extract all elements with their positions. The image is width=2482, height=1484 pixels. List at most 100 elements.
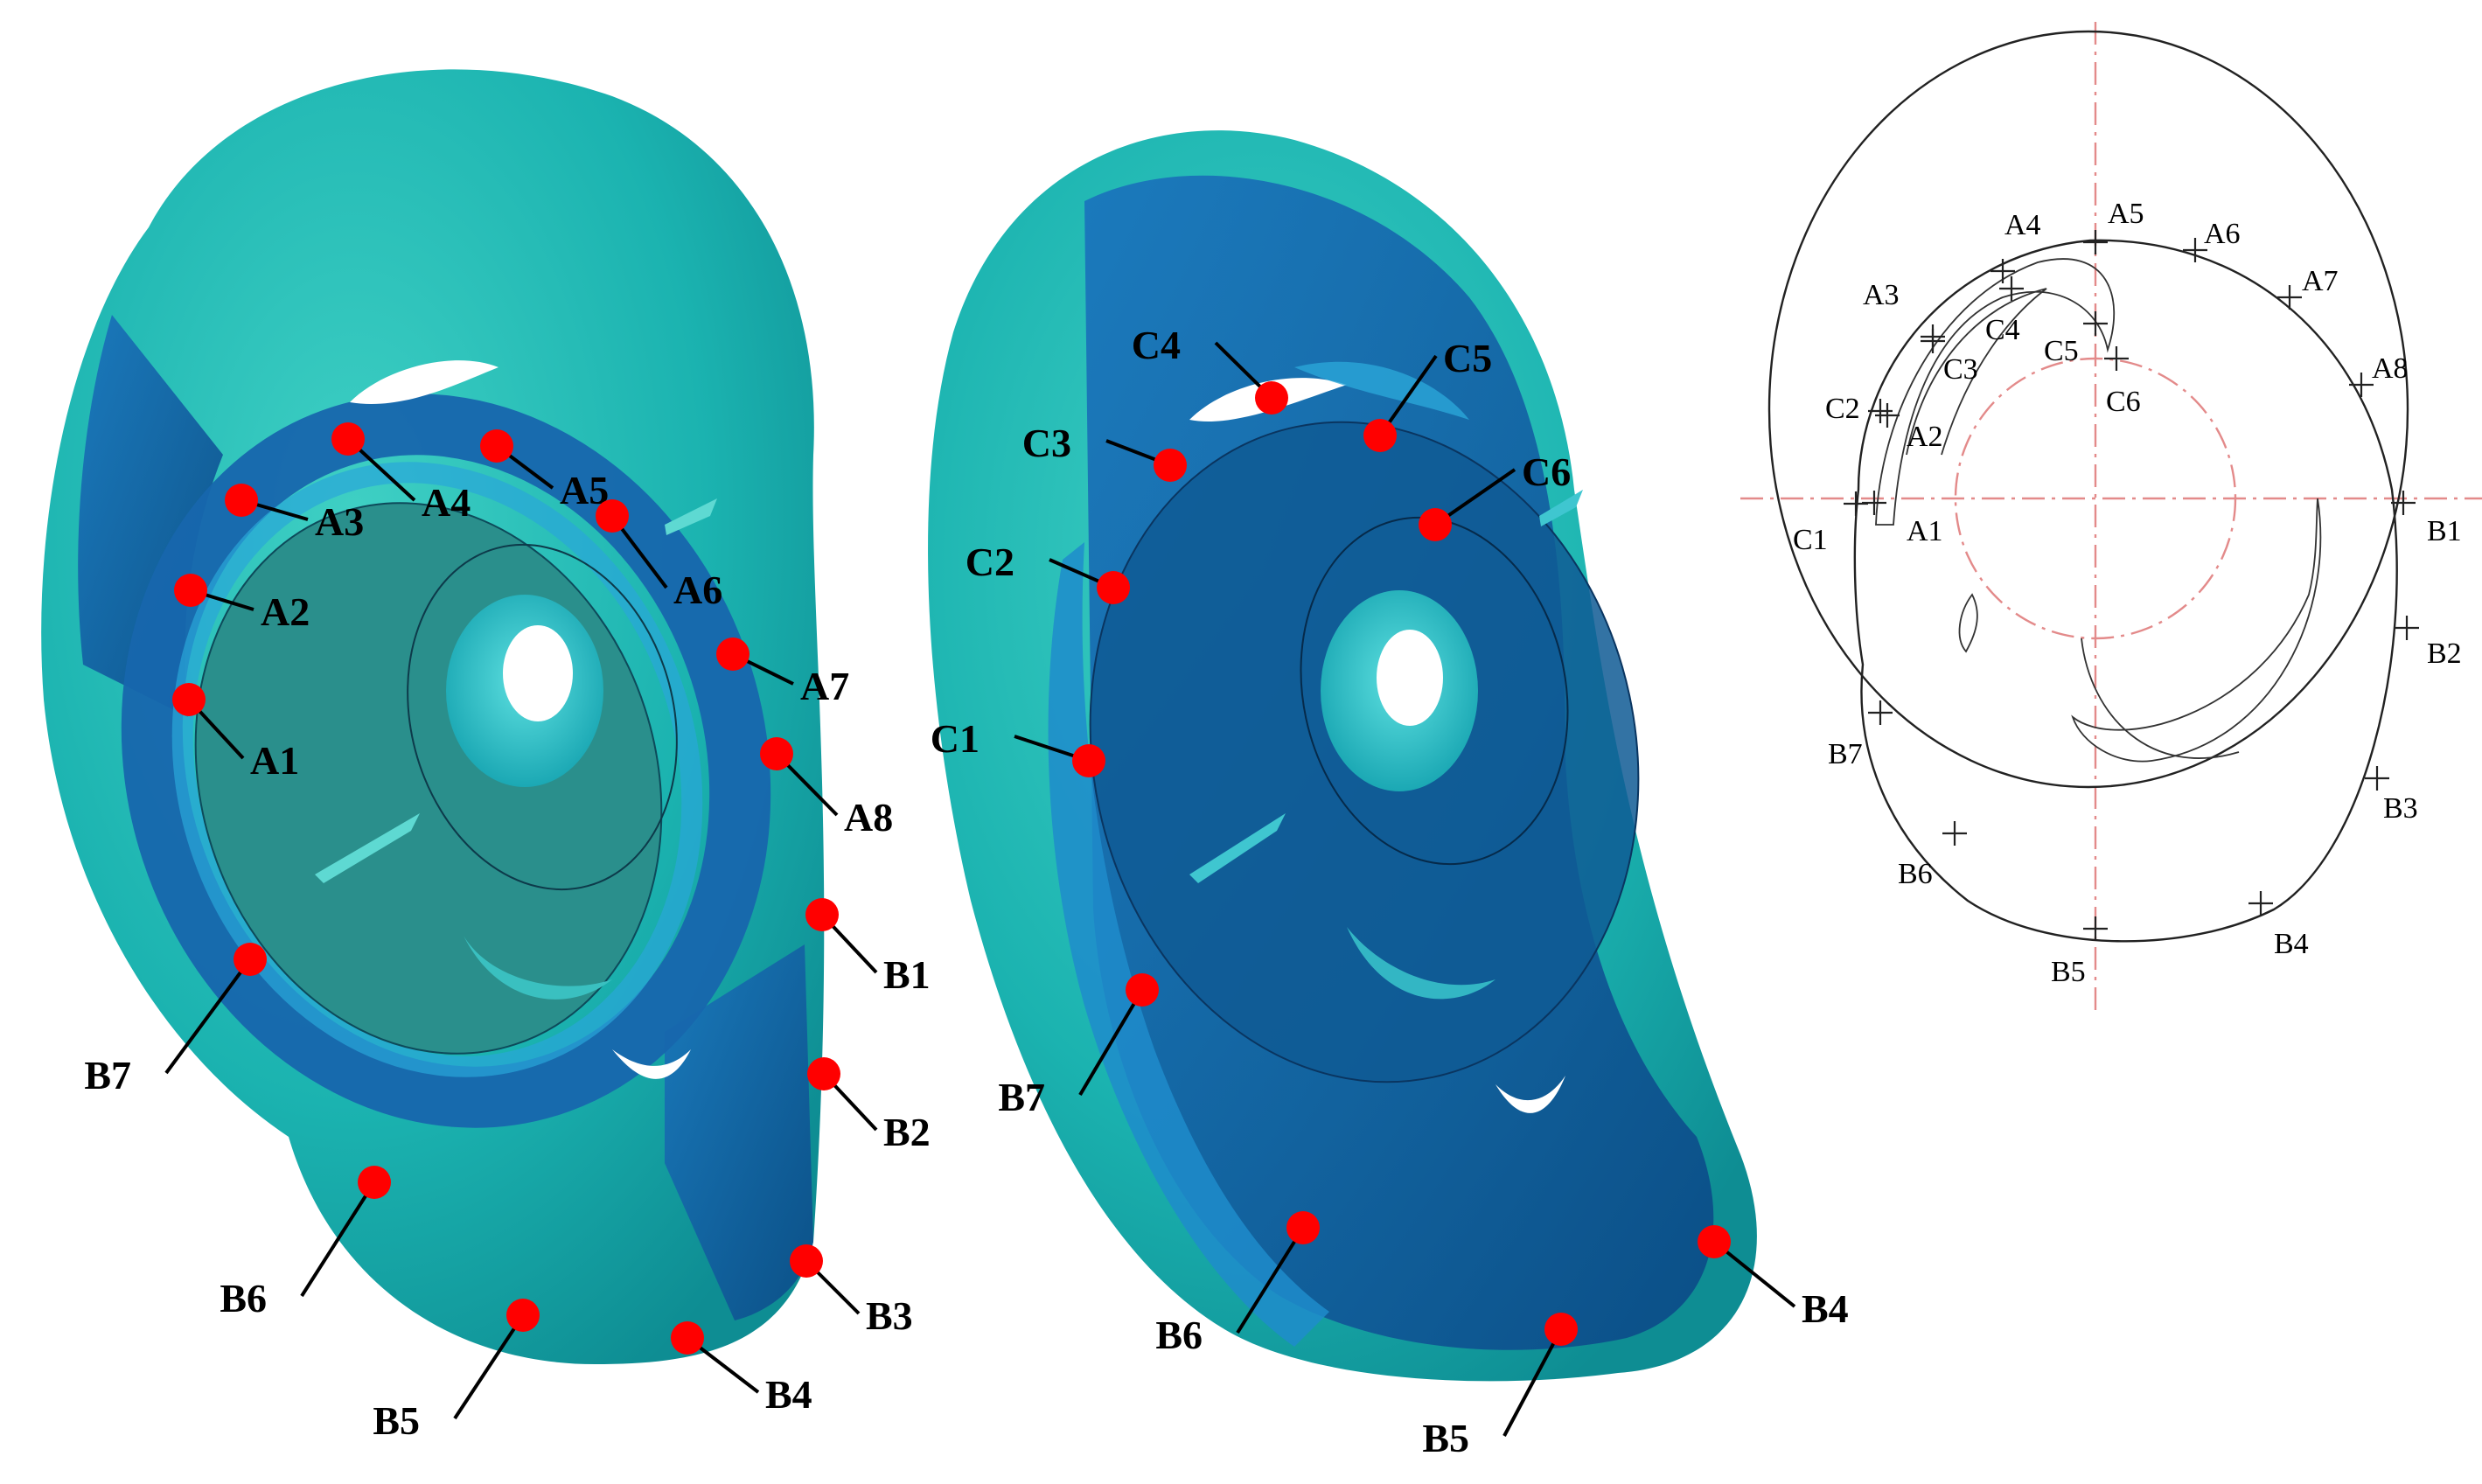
sketch-inner-spiral: [1875, 258, 2115, 526]
sketch-label-a8: A8: [2372, 352, 2409, 385]
sketch-outer-oval: [1767, 30, 2409, 789]
left-volute-impeller-outline: [407, 543, 678, 891]
sketch-cross-a6: [2183, 238, 2207, 262]
middle-marker-c1: [1072, 744, 1105, 777]
middle-label-c6: C6: [1522, 449, 1571, 494]
left-marker-a1: [172, 683, 206, 716]
sketch-label-b7: B7: [1828, 738, 1863, 770]
sketch-label-b2: B2: [2427, 637, 2462, 670]
sketch-cross-c5: [2083, 311, 2108, 336]
sketch-label-b4: B4: [2274, 928, 2309, 960]
sketch-cross-b5: [2083, 916, 2108, 941]
left-marker-a4: [331, 422, 365, 456]
middle-marker-c3: [1154, 449, 1187, 482]
sketch-label-b1: B1: [2427, 515, 2462, 547]
sketch-cross-b1: [2391, 491, 2416, 515]
middle-label-c4: C4: [1132, 323, 1181, 367]
middle-marker-b7: [1126, 973, 1159, 1007]
middle-label-b6: B6: [1155, 1313, 1203, 1357]
middle-label-b7: B7: [998, 1075, 1045, 1119]
middle-marker-b5: [1544, 1313, 1578, 1346]
left-leader-b5: [453, 1313, 525, 1420]
middle-marker-c6: [1419, 508, 1452, 541]
left-volute-model: [41, 69, 825, 1364]
left-label-a8: A8: [844, 795, 893, 840]
middle-volute-inner-edge: [1089, 421, 1640, 1083]
left-label-a6: A6: [673, 568, 722, 612]
left-label-b1: B1: [883, 952, 931, 997]
sketch-cross-a7: [2277, 285, 2302, 310]
sketch-label-a3: A3: [1863, 279, 1900, 311]
middle-volute-opening-bottom: [1495, 1076, 1565, 1113]
left-volute-vane-2: [665, 498, 717, 535]
left-leader-b6: [300, 1181, 376, 1298]
middle-label-b4: B4: [1802, 1286, 1849, 1331]
sketch-blade-1: [2071, 498, 2322, 763]
sketch-label-a5: A5: [2108, 198, 2144, 230]
middle-leader-b7: [1078, 988, 1144, 1097]
middle-volute-light-band: [1048, 542, 1329, 1347]
middle-volute-impeller-outline: [1300, 516, 1569, 866]
sketch-cross-b4: [2248, 891, 2273, 916]
sketch-cross-b2: [2395, 616, 2419, 640]
sketch-cross-b7: [1868, 700, 1893, 725]
right-sketch: [1740, 22, 2482, 1014]
sketch-label-a4: A4: [2004, 209, 2041, 241]
left-label-a7: A7: [800, 664, 849, 708]
middle-marker-b6: [1286, 1211, 1320, 1244]
sketch-inner-spiral-2: [1906, 288, 2047, 456]
left-label-b3: B3: [866, 1293, 913, 1338]
middle-marker-c4: [1255, 381, 1288, 415]
sketch-cross-c3: [1921, 329, 1945, 353]
left-marker-a8: [760, 737, 793, 770]
left-marker-b1: [805, 898, 839, 931]
left-marker-b7: [234, 943, 267, 976]
left-volute-opening-bottom: [612, 1049, 691, 1079]
middle-volute-model: [928, 130, 1757, 1382]
left-label-a2: A2: [261, 589, 310, 634]
middle-volute-vane-2: [1539, 490, 1583, 526]
left-volute-blue-segment-right: [665, 944, 813, 1320]
sketch-cross-c4: [1999, 276, 2024, 301]
left-marker-b5: [506, 1299, 540, 1332]
middle-volute-vane-1: [1189, 813, 1286, 883]
middle-leader-b5: [1502, 1328, 1563, 1437]
left-volute-inner-edge: [194, 502, 663, 1055]
sketch-cross-a4: [1990, 259, 2015, 283]
left-label-b6: B6: [220, 1276, 267, 1320]
sketch-label-b3: B3: [2383, 792, 2418, 825]
sketch-cross-b3: [2365, 766, 2389, 791]
middle-label-c3: C3: [1022, 421, 1071, 465]
sketch-label-a2: A2: [1907, 421, 1943, 453]
left-volute-vane-3: [464, 936, 612, 1000]
left-volute-blue-segment-left: [78, 315, 223, 717]
left-volute-ring-highlight: [171, 462, 703, 1077]
left-label-a3: A3: [315, 499, 364, 544]
left-marker-b2: [807, 1057, 840, 1090]
sketch-label-a7: A7: [2302, 265, 2339, 297]
left-label-b4: B4: [765, 1372, 812, 1417]
middle-leader-b4: [1712, 1240, 1796, 1308]
sketch-label-b5: B5: [2051, 956, 2086, 988]
middle-label-c2: C2: [966, 540, 1014, 584]
left-volute-vane-1: [315, 813, 420, 883]
left-marker-a2: [174, 574, 207, 607]
sketch-cross-a2: [1875, 403, 1900, 428]
sketch-label-c4: C4: [1985, 314, 2020, 346]
sketch-blade-3: [1958, 593, 1978, 653]
sketch-label-c5: C5: [2044, 335, 2079, 367]
left-label-a1: A1: [250, 738, 299, 783]
middle-marker-b4: [1698, 1225, 1731, 1258]
left-marker-a3: [225, 484, 258, 517]
sketch-label-c2: C2: [1825, 393, 1860, 425]
middle-label-b5: B5: [1422, 1416, 1469, 1460]
middle-label-c5: C5: [1443, 336, 1492, 380]
middle-volute-cutwater: [1294, 361, 1469, 420]
left-leader-b7: [164, 958, 252, 1075]
left-marker-b6: [358, 1166, 391, 1199]
left-label-b2: B2: [883, 1110, 931, 1154]
sketch-label-b6: B6: [1898, 858, 1933, 890]
